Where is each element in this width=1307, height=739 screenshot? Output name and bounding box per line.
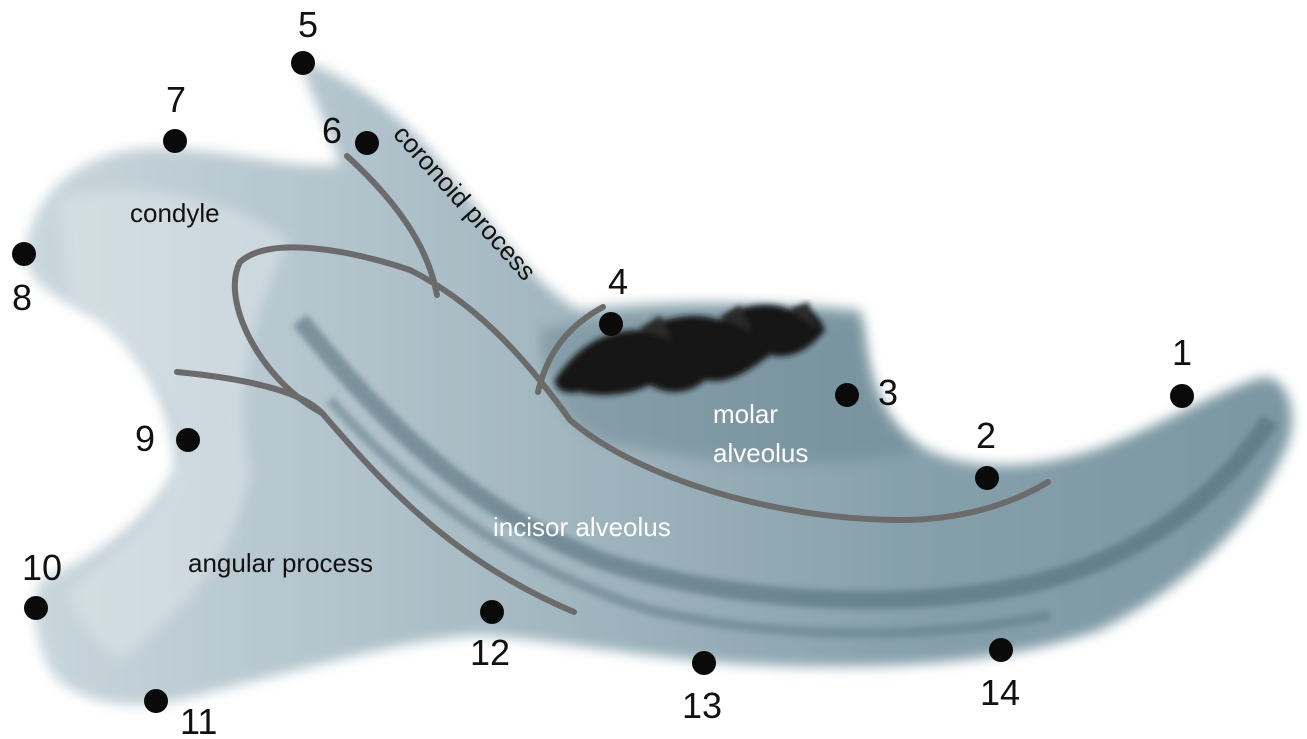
landmark-9-label: 9 bbox=[135, 418, 155, 459]
landmark-1-dot bbox=[1170, 384, 1194, 408]
landmark-2-label: 2 bbox=[976, 415, 996, 456]
angular-process-label: angular process bbox=[188, 548, 373, 578]
landmark-5-label: 5 bbox=[298, 4, 318, 45]
landmark-13-dot bbox=[692, 651, 716, 675]
condyle-label: condyle bbox=[130, 198, 220, 228]
landmark-7-dot bbox=[163, 129, 187, 153]
landmark-8-dot bbox=[12, 242, 36, 266]
landmark-10-label: 10 bbox=[22, 547, 62, 588]
landmark-12-dot bbox=[480, 600, 504, 624]
landmark-12-label: 12 bbox=[470, 632, 510, 673]
landmark-10-dot bbox=[24, 596, 48, 620]
landmark-5-dot bbox=[291, 51, 315, 75]
landmark-2-dot bbox=[975, 466, 999, 490]
landmark-3-dot bbox=[835, 383, 859, 407]
landmark-4-label: 4 bbox=[608, 261, 628, 302]
landmark-8-label: 8 bbox=[12, 277, 32, 318]
molar-alveolus-label-line2: alveolus bbox=[713, 438, 808, 468]
landmark-11-dot bbox=[144, 689, 168, 713]
landmark-14-dot bbox=[989, 638, 1013, 662]
landmark-7-label: 7 bbox=[166, 79, 186, 120]
landmark-1-label: 1 bbox=[1172, 332, 1192, 373]
landmark-14-label: 14 bbox=[980, 672, 1020, 713]
landmark-11-label: 11 bbox=[180, 701, 217, 739]
landmark-4-dot bbox=[599, 312, 623, 336]
landmark-6-dot bbox=[355, 131, 379, 155]
landmark-3-label: 3 bbox=[878, 372, 898, 413]
landmark-9-dot bbox=[176, 428, 200, 452]
incisor-alveolus-label: incisor alveolus bbox=[493, 512, 671, 542]
landmark-6-label: 6 bbox=[322, 110, 342, 151]
landmark-13-label: 13 bbox=[682, 685, 722, 726]
molar-alveolus-label-line1: molar bbox=[713, 399, 778, 429]
